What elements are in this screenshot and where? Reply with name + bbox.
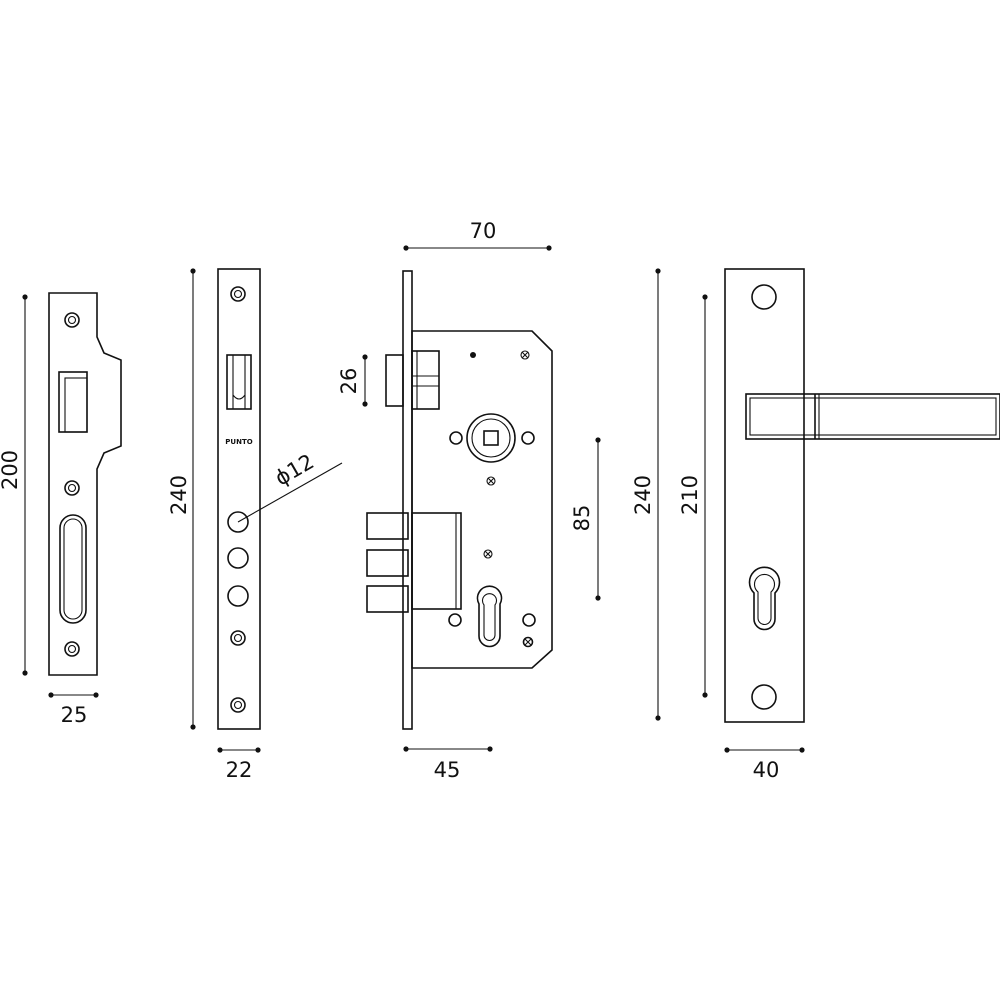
label-faceplate-height: 240 bbox=[167, 475, 191, 515]
label-handle-plate-height: 240 bbox=[631, 475, 655, 515]
strike-bolt-slot-inner bbox=[63, 518, 83, 620]
handle-lever bbox=[745, 393, 1000, 440]
faceplate-outline bbox=[217, 268, 261, 730]
faceplate-latch bbox=[226, 354, 252, 410]
dimension-strike-height: 200 bbox=[0, 294, 28, 676]
label-lock-depth: 70 bbox=[470, 219, 497, 243]
lock-body bbox=[366, 270, 553, 730]
body-rivet-top-left bbox=[470, 352, 476, 358]
label-handle-plate-width: 40 bbox=[753, 758, 780, 782]
label-latch-height: 26 bbox=[337, 368, 361, 395]
faceplate-bolt-hole-2 bbox=[227, 547, 249, 569]
dimension-handle-plate-height: 240 bbox=[631, 268, 661, 721]
label-center-distance: 85 bbox=[570, 505, 594, 532]
body-hole-right bbox=[522, 613, 536, 627]
label-faceplate-width: 22 bbox=[226, 758, 253, 782]
cylinder-cutout bbox=[476, 585, 503, 648]
dimension-backset: 45 bbox=[403, 746, 493, 782]
dimension-handle-plate-width: 40 bbox=[724, 747, 805, 782]
dimension-lock-depth: 70 bbox=[403, 219, 552, 251]
strike-latch-opening bbox=[58, 371, 88, 433]
diameter-callout: ϕ12 bbox=[237, 449, 343, 523]
strike-plate bbox=[48, 292, 122, 676]
body-screw-bottom bbox=[522, 636, 534, 648]
keyhole bbox=[748, 566, 781, 631]
strike-latch-opening-inner bbox=[64, 377, 88, 433]
label-handle-hole-distance: 210 bbox=[678, 475, 702, 515]
dimension-center-distance: 85 bbox=[570, 437, 601, 601]
faceplate-bolt-hole-3 bbox=[227, 585, 249, 607]
strike-screw-hole-middle bbox=[64, 480, 80, 496]
label-strike-height: 200 bbox=[0, 450, 22, 490]
strike-plate-outline bbox=[48, 292, 122, 676]
latch-bolt bbox=[385, 350, 440, 410]
dimension-faceplate-height: 240 bbox=[167, 268, 196, 730]
body-screw-top-right bbox=[520, 350, 530, 360]
handle-plate-hole-bottom bbox=[751, 684, 777, 710]
label-diameter: ϕ12 bbox=[271, 449, 318, 490]
strike-screw-hole-top bbox=[64, 312, 80, 328]
handle-follower bbox=[449, 413, 535, 463]
lock-forend bbox=[402, 270, 413, 730]
handle-plate bbox=[724, 268, 1000, 723]
label-strike-width: 25 bbox=[61, 703, 88, 727]
body-screw-center bbox=[486, 476, 496, 486]
faceplate-screw-bottom bbox=[230, 697, 246, 713]
faceplate: PUNTO bbox=[217, 268, 261, 730]
body-screw-lower bbox=[483, 549, 493, 559]
handle-plate-hole-top bbox=[751, 284, 777, 310]
lock-body-case bbox=[411, 330, 553, 669]
brand-mark: PUNTO bbox=[225, 438, 252, 446]
dimension-faceplate-width: 22 bbox=[217, 747, 261, 782]
body-hole-left bbox=[448, 613, 462, 627]
dimension-strike-width: 25 bbox=[48, 692, 99, 727]
faceplate-screw-middle bbox=[230, 630, 246, 646]
faceplate-bolt-hole-1 bbox=[227, 511, 249, 533]
faceplate-screw-top bbox=[230, 286, 246, 302]
strike-bolt-slot bbox=[59, 514, 87, 624]
dead-bolts bbox=[366, 512, 462, 613]
dimension-latch-height: 26 bbox=[337, 354, 368, 407]
strike-screw-hole-bottom bbox=[64, 641, 80, 657]
label-backset: 45 bbox=[434, 758, 461, 782]
dimension-handle-hole-distance: 210 bbox=[678, 294, 708, 698]
handle-plate-outline bbox=[724, 268, 805, 723]
